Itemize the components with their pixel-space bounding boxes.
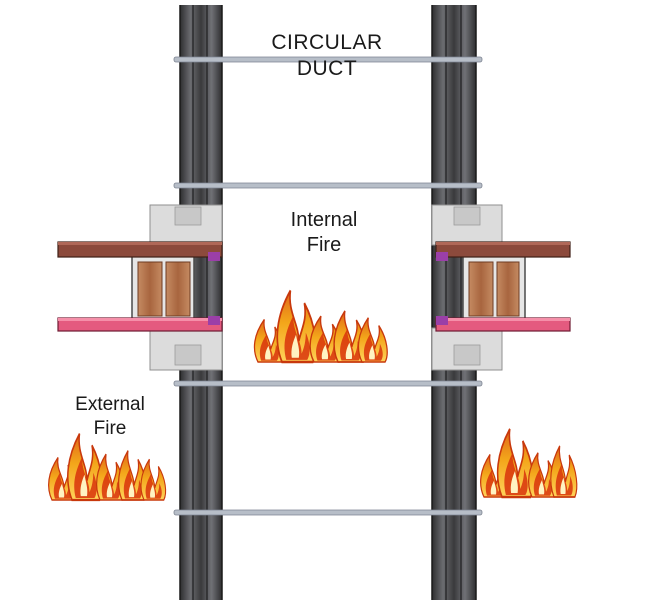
- duct-bands: [173, 56, 483, 516]
- left-firestop-assembly: [57, 204, 223, 371]
- circular-duct-label-line2: DUCT: [296, 57, 358, 81]
- upper-collar-block: [431, 204, 503, 246]
- duct-band: [173, 182, 483, 189]
- fire-brick-icon: [468, 261, 520, 317]
- circular-duct-label-line1: CIRCULAR: [271, 31, 383, 54]
- fire-brick-icon: [137, 261, 191, 317]
- flame-icon: [357, 317, 388, 363]
- right-firestop-assembly: [431, 204, 571, 371]
- internal-fire-label-line2: Fire: [306, 234, 342, 256]
- internal-fire-flames: [253, 289, 388, 364]
- internal-fire-label: Internal Fire: [262, 208, 386, 258]
- flame-icon: [140, 458, 167, 501]
- duct-band: [173, 509, 483, 516]
- external-fire-label-line1: External: [75, 394, 145, 415]
- external-fire-label-line2: Fire: [93, 417, 127, 439]
- flame-icon: [549, 445, 578, 498]
- external-fire-flames-left: [47, 432, 167, 502]
- flame-icon: [496, 427, 535, 499]
- duct-band: [173, 56, 483, 63]
- external-fire-flames-right: [479, 427, 578, 499]
- external-fire-label: External Fire: [50, 393, 170, 441]
- circular-duct-label: CIRCULAR DUCT: [252, 30, 402, 83]
- duct-band: [173, 380, 483, 387]
- internal-fire-label-line1: Internal: [290, 209, 358, 231]
